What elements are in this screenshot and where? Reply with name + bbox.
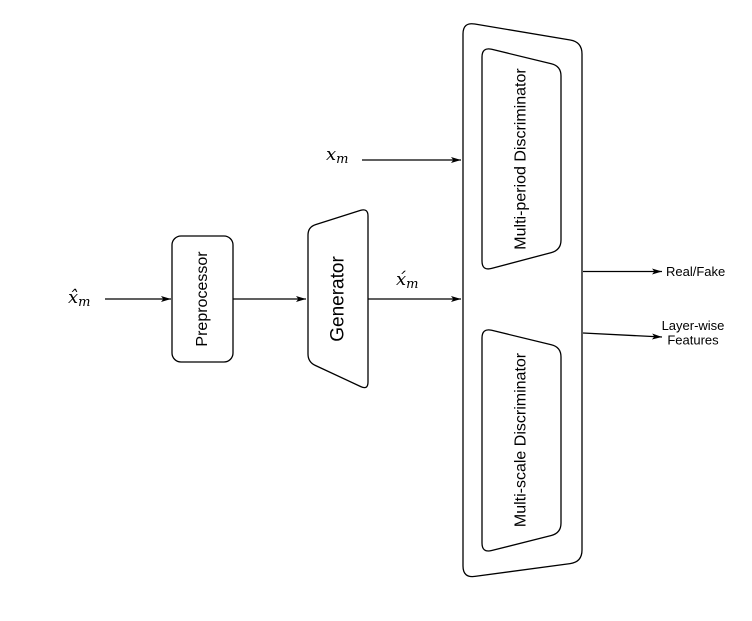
input-signal-label: x̂m (68, 287, 90, 310)
generator-label: Generator (328, 256, 349, 342)
preprocessor-label: Preprocessor (194, 251, 211, 347)
preprocessor-box (171, 235, 234, 363)
multi-scale-discriminator-box (481, 329, 562, 552)
input-signal-subscript: m (78, 295, 90, 310)
generated-signal-label: x́m (396, 269, 418, 292)
input-signal-base: x̂ (68, 287, 78, 308)
multi-scale-discriminator-label: Multi-scale Discriminator (513, 352, 530, 527)
layer-wise-label-line1: Layer-wise (662, 318, 725, 333)
layer-wise-label-line2: Features (667, 333, 719, 348)
generated-signal-base: x́ (396, 269, 407, 290)
multi-period-discriminator-box (481, 48, 562, 270)
multi-period-discriminator-label: Multi-period Discriminator (513, 68, 530, 250)
real-fake-label: Real/Fake (666, 264, 725, 279)
arrow-layer-wise-output (582, 332, 663, 340)
reference-signal-label: xm (326, 144, 348, 167)
reference-signal-subscript: m (336, 152, 348, 167)
reference-signal-base: x (326, 144, 336, 165)
generator-box (307, 209, 369, 389)
generated-signal-subscript: m (406, 277, 418, 292)
